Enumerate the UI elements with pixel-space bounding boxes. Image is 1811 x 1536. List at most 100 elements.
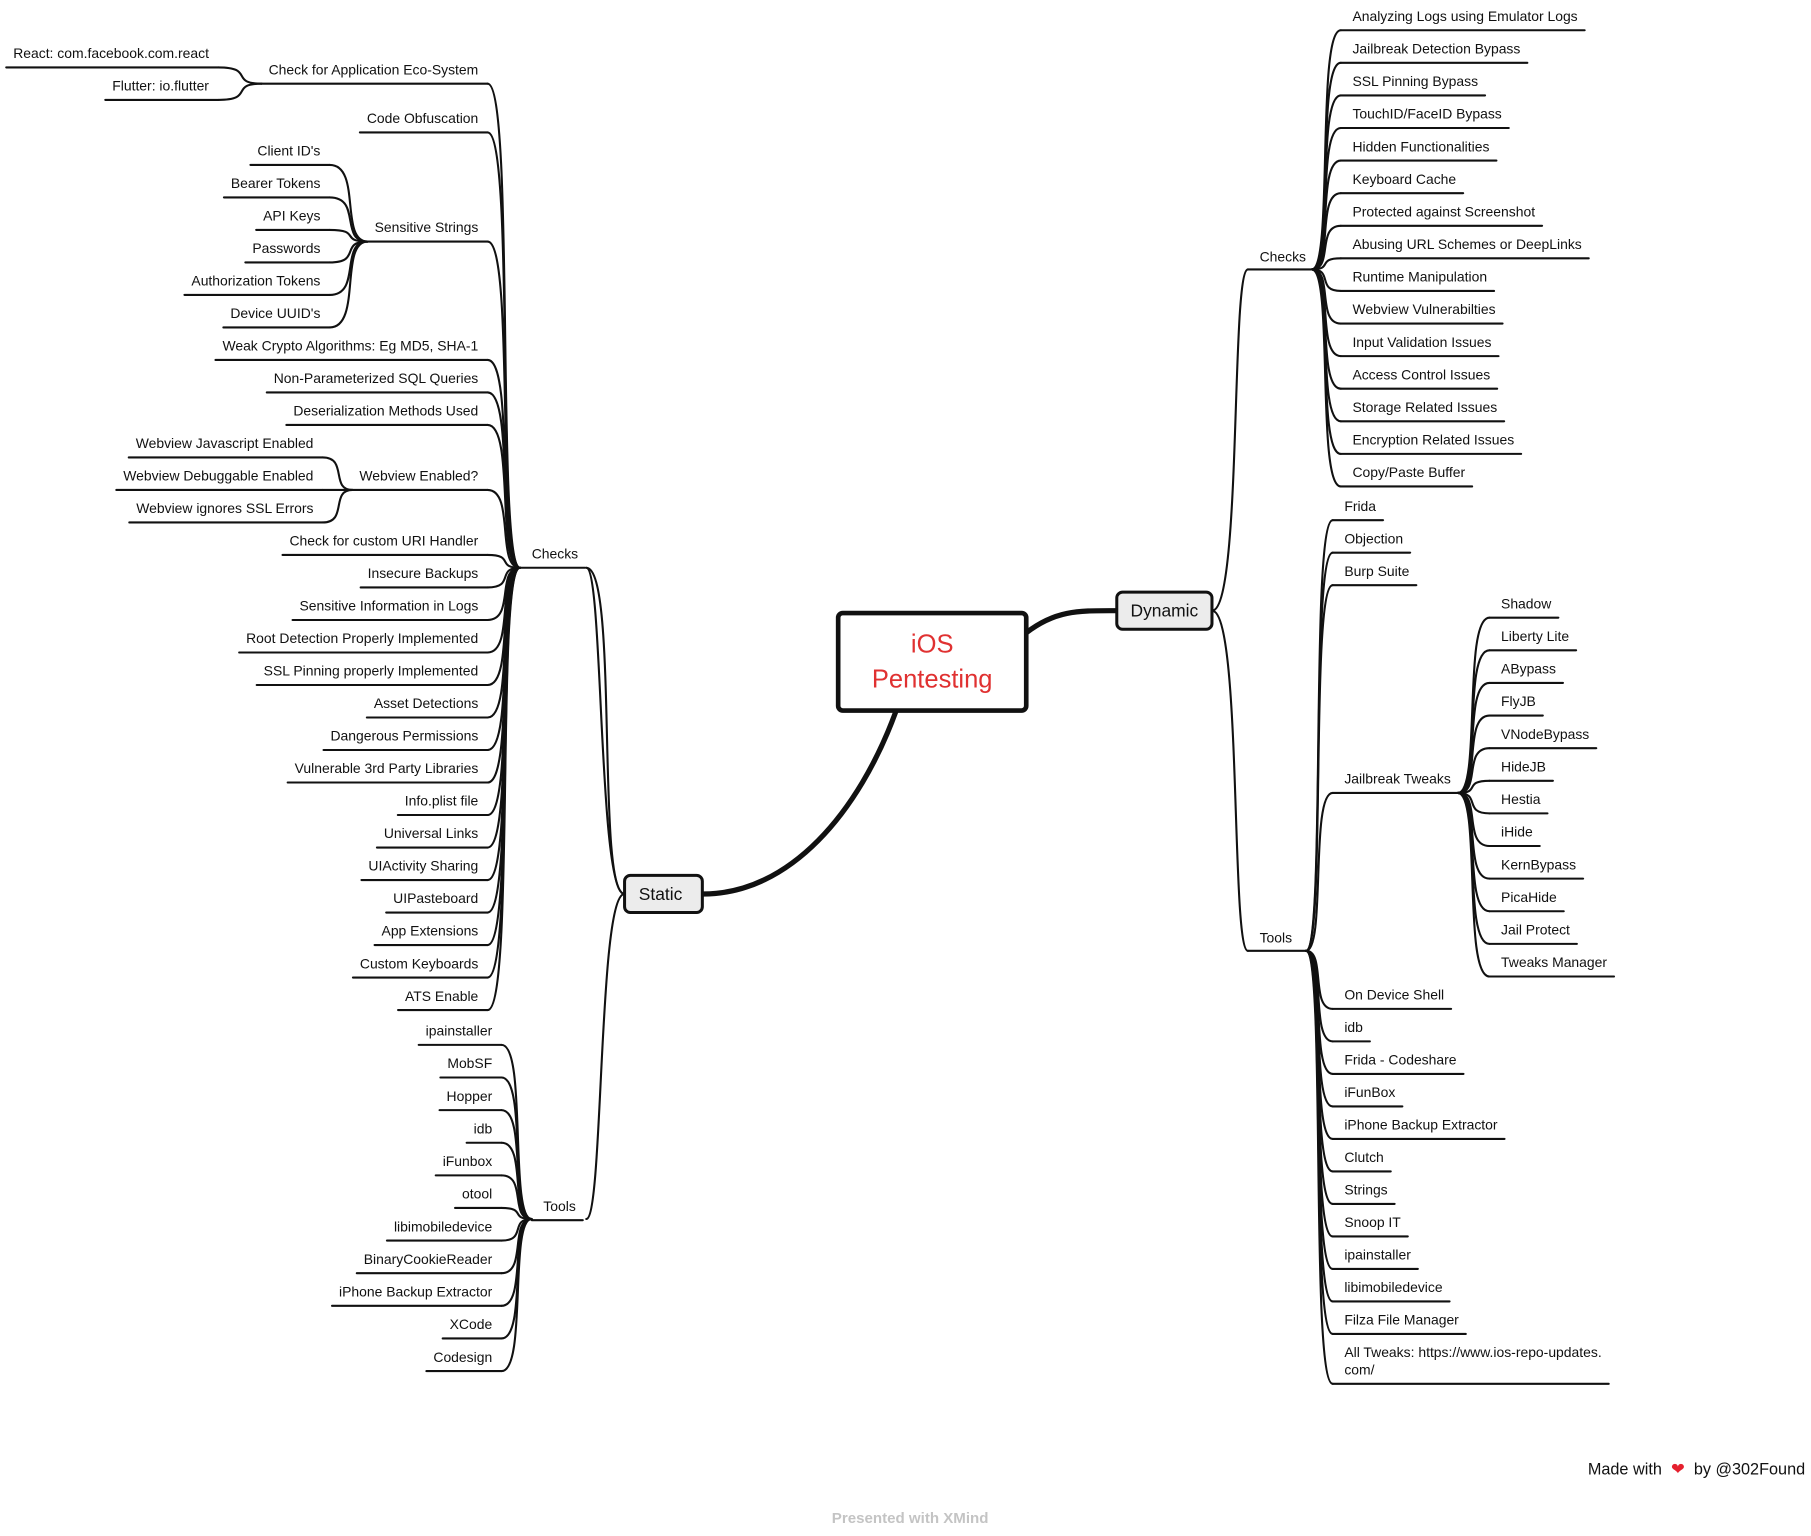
static-check-info-plist-file[interactable]: Info.plist file xyxy=(396,793,489,817)
static-check-sensitive-information-in-logs[interactable]: Sensitive Information in Logs xyxy=(291,598,489,622)
static-check-custom-keyboards[interactable]: Custom Keyboards xyxy=(351,955,489,979)
dynamic-check-storage-related-issues[interactable]: Storage Related Issues xyxy=(1339,399,1506,423)
static-check-asset-detections[interactable]: Asset Detections xyxy=(365,695,489,719)
static-tool-ipainstaller[interactable]: ipainstaller xyxy=(417,1023,503,1046)
dynamic-check-touchid-faceid-bypass[interactable]: TouchID/FaceID Bypass xyxy=(1339,106,1510,130)
dynamic-tool-ipainstaller[interactable]: ipainstaller xyxy=(1331,1247,1419,1270)
jailbreak-tweak-shadow[interactable]: Shadow xyxy=(1488,595,1560,619)
static-checks-hub[interactable]: Checks xyxy=(519,545,587,569)
dynamic-check-protected-against-screenshot[interactable]: Protected against Screenshot xyxy=(1339,203,1544,227)
static-tool-xcode[interactable]: XCode xyxy=(441,1316,503,1340)
static-check-webview-enabled[interactable]: Webview Enabled? xyxy=(351,468,489,492)
static-check-sub-passwords[interactable]: Passwords xyxy=(244,240,331,264)
dynamic-check-input-validation-issues[interactable]: Input Validation Issues xyxy=(1339,334,1500,358)
static-check-sub-api-keys[interactable]: API Keys xyxy=(255,208,331,231)
static-check-insecure-backups[interactable]: Insecure Backups xyxy=(359,565,489,589)
static-tool-hopper[interactable]: Hopper xyxy=(438,1088,503,1112)
static-check-ats-enable[interactable]: ATS Enable xyxy=(397,988,489,1012)
jailbreak-tweak-tweaks-manager[interactable]: Tweaks Manager xyxy=(1488,954,1616,978)
static-check-sensitive-strings[interactable]: Sensitive Strings xyxy=(366,219,489,243)
jailbreak-tweak-kernbypass[interactable]: KernBypass xyxy=(1488,856,1585,880)
dynamic-check-ssl-pinning-bypass[interactable]: SSL Pinning Bypass xyxy=(1339,73,1487,97)
static-check-sub-flutter-io-flutter[interactable]: Flutter: io.flutter xyxy=(104,78,220,101)
static-check-ssl-pinning-properly-implemented[interactable]: SSL Pinning properly Implemented xyxy=(255,663,489,687)
dynamic-tool-frida-codeshare[interactable]: Frida - Codeshare xyxy=(1331,1052,1465,1075)
static-tool-libimobiledevice[interactable]: libimobiledevice xyxy=(385,1218,503,1242)
static-check-vulnerable-3rd-party-libraries[interactable]: Vulnerable 3rd Party Libraries xyxy=(286,760,489,784)
dynamic-tool-objection[interactable]: Objection xyxy=(1331,530,1412,554)
dynamic-tool-idb[interactable]: idb xyxy=(1331,1019,1371,1043)
jailbreak-tweak-flyjb[interactable]: FlyJB xyxy=(1488,693,1544,717)
jailbreak-tweak-jail-protect[interactable]: Jail Protect xyxy=(1488,922,1578,945)
jailbreak-tweak-vnodebypass[interactable]: VNodeBypass xyxy=(1488,726,1598,750)
jailbreak-tweak-hestia-label: Hestia xyxy=(1501,791,1541,807)
main-topic-static[interactable]: Static xyxy=(623,873,704,915)
static-check-root-detection-properly-implemented[interactable]: Root Detection Properly Implemented xyxy=(238,630,489,654)
static-check-check-for-application-eco-system[interactable]: Check for Application Eco-System xyxy=(260,61,489,85)
jailbreak-tweak-flyjb-label: FlyJB xyxy=(1501,693,1536,709)
static-check-uipasteboard[interactable]: UIPasteboard xyxy=(385,890,489,914)
static-tool-binarycookiereader[interactable]: BinaryCookieReader xyxy=(355,1251,503,1275)
dynamic-tool-burp-suite[interactable]: Burp Suite xyxy=(1331,563,1418,587)
jailbreak-tweak-picahide[interactable]: PicaHide xyxy=(1488,889,1565,913)
static-check-uiactivity-sharing[interactable]: UIActivity Sharing xyxy=(360,858,489,882)
dynamic-check-copy-paste-buffer[interactable]: Copy/Paste Buffer xyxy=(1339,464,1474,488)
static-tools-hub-label: Tools xyxy=(543,1198,576,1214)
static-tool-idb-connector xyxy=(500,1141,533,1221)
static-check-sub-client-id-s[interactable]: Client ID's xyxy=(249,143,331,166)
dynamic-check-encryption-related-issues[interactable]: Encryption Related Issues xyxy=(1339,432,1523,455)
main-topic-dynamic[interactable]: Dynamic xyxy=(1115,590,1214,631)
static-check-universal-links[interactable]: Universal Links xyxy=(375,825,489,849)
dynamic-check-runtime-manipulation[interactable]: Runtime Manipulation xyxy=(1339,269,1496,292)
static-check-code-obfuscation[interactable]: Code Obfuscation xyxy=(358,110,489,134)
jailbreak-tweak-abypass[interactable]: ABypass xyxy=(1488,661,1565,684)
dynamic-check-abusing-url-schemes-or-deeplinks[interactable]: Abusing URL Schemes or DeepLinks xyxy=(1339,236,1590,260)
static-check-app-extensions[interactable]: App Extensions xyxy=(373,923,489,947)
dynamic-tool-snoop-it[interactable]: Snoop IT xyxy=(1331,1214,1409,1238)
static-check-sub-webview-javascript-enabled[interactable]: Webview Javascript Enabled xyxy=(127,435,324,459)
static-check-sub-device-uuid-s[interactable]: Device UUID's xyxy=(222,305,331,329)
jailbreak-tweak-ihide[interactable]: iHide xyxy=(1488,824,1541,848)
static-check-sub-authorization-tokens[interactable]: Authorization Tokens xyxy=(183,273,331,296)
dynamic-tool-on-device-shell[interactable]: On Device Shell xyxy=(1331,987,1453,1010)
dynamic-tool-libimobiledevice[interactable]: libimobiledevice xyxy=(1331,1279,1451,1303)
dynamic-tool-filza-file-manager[interactable]: Filza File Manager xyxy=(1331,1312,1467,1335)
static-tool-otool[interactable]: otool xyxy=(454,1186,503,1210)
dynamic-tool-strings[interactable]: Strings xyxy=(1331,1182,1396,1205)
static-check-deserialization-methods-used[interactable]: Deserialization Methods Used xyxy=(285,403,489,426)
dynamic-tool-strings-label: Strings xyxy=(1344,1182,1387,1198)
jailbreak-tweak-shadow-label: Shadow xyxy=(1501,595,1552,611)
central-title-line2: Pentesting xyxy=(872,665,993,693)
static-check-sub-webview-debuggable-enabled[interactable]: Webview Debuggable Enabled xyxy=(115,468,324,492)
static-check-deserialization-methods-used-connector xyxy=(486,423,522,569)
static-check-sub-webview-ignores-ssl-errors[interactable]: Webview ignores SSL Errors xyxy=(128,500,324,524)
static-check-check-for-custom-uri-handler[interactable]: Check for custom URI Handler xyxy=(281,533,489,557)
central-topic[interactable]: iOS Pentesting xyxy=(835,610,1029,713)
static-check-weak-crypto-algorithms-eg-md5-sha-1[interactable]: Weak Crypto Algorithms: Eg MD5, SHA-1 xyxy=(214,338,489,361)
static-check-non-parameterized-sql-queries[interactable]: Non-Parameterized SQL Queries xyxy=(265,370,489,394)
jailbreak-tweak-hestia[interactable]: Hestia xyxy=(1488,791,1549,815)
dynamic-check-webview-vulnerabilties[interactable]: Webview Vulnerabilties xyxy=(1339,301,1504,325)
dynamic-check-analyzing-logs-using-emulator-logs[interactable]: Analyzing Logs using Emulator Logs xyxy=(1339,8,1586,32)
jailbreak-tweak-hidejb[interactable]: HideJB xyxy=(1488,758,1554,782)
static-tools-hub[interactable]: Tools xyxy=(530,1198,584,1222)
dynamic-check-access-control-issues[interactable]: Access Control Issues xyxy=(1339,366,1499,390)
static-check-sub-react-com-facebook-com-react[interactable]: React: com.facebook.com.react xyxy=(5,45,220,69)
dynamic-check-hidden-functionalities[interactable]: Hidden Functionalities xyxy=(1339,138,1498,162)
static-tool-mobsf[interactable]: MobSF xyxy=(439,1055,503,1079)
dynamic-tool-all-tweaks-https-www-ios-repo-updates-com[interactable]: All Tweaks: https://www.ios-repo-updates… xyxy=(1331,1344,1610,1385)
dynamic-check-jailbreak-detection-bypass[interactable]: Jailbreak Detection Bypass xyxy=(1339,41,1529,64)
static-tool-idb[interactable]: idb xyxy=(465,1120,503,1144)
static-check-sub-bearer-tokens[interactable]: Bearer Tokens xyxy=(222,175,331,199)
dynamic-tool-frida[interactable]: Frida xyxy=(1331,498,1385,522)
static-check-dangerous-permissions[interactable]: Dangerous Permissions xyxy=(322,728,489,752)
static-tool-iphone-backup-extractor[interactable]: iPhone Backup Extractor xyxy=(330,1284,503,1307)
dynamic-tool-jailbreak-tweaks[interactable]: Jailbreak Tweaks xyxy=(1331,771,1459,795)
static-tool-ifunbox[interactable]: iFunbox xyxy=(434,1153,503,1177)
dynamic-tool-iphone-backup-extractor[interactable]: iPhone Backup Extractor xyxy=(1331,1117,1506,1140)
static-tool-codesign[interactable]: Codesign xyxy=(425,1349,503,1373)
dynamic-check-keyboard-cache[interactable]: Keyboard Cache xyxy=(1339,171,1465,195)
jailbreak-tweak-liberty-lite[interactable]: Liberty Lite xyxy=(1488,628,1578,652)
dynamic-tool-ifunbox[interactable]: iFunBox xyxy=(1331,1084,1404,1108)
dynamic-tool-clutch[interactable]: Clutch xyxy=(1331,1149,1392,1173)
